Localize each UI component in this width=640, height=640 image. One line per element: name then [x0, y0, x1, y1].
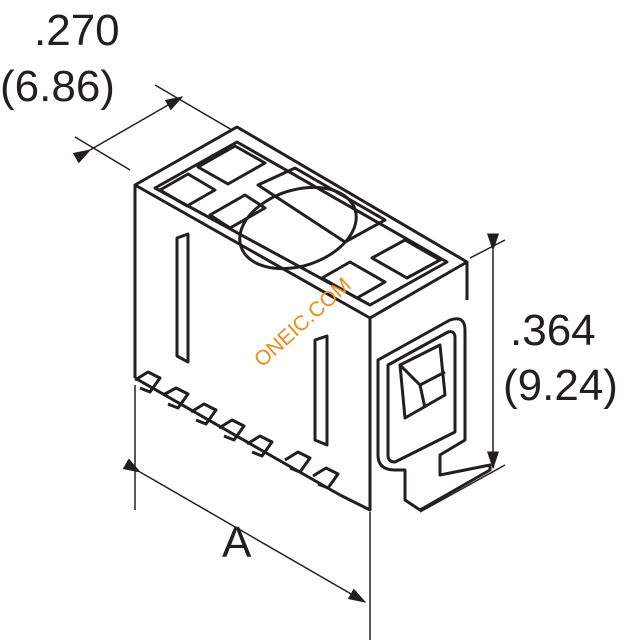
- width-inch-label: .270: [34, 6, 120, 55]
- watermark: ONEIC.COM: [250, 273, 356, 371]
- pins: [134, 370, 340, 490]
- height-mm-label: (9.24): [503, 361, 618, 410]
- dimension-width: [72, 84, 233, 171]
- connector-body: [133, 125, 492, 512]
- width-mm-label: (6.86): [0, 62, 115, 111]
- dimension-height: [419, 233, 506, 513]
- length-label: A: [222, 518, 252, 567]
- height-inch-label: .364: [510, 306, 596, 355]
- dimension-length: [122, 385, 371, 640]
